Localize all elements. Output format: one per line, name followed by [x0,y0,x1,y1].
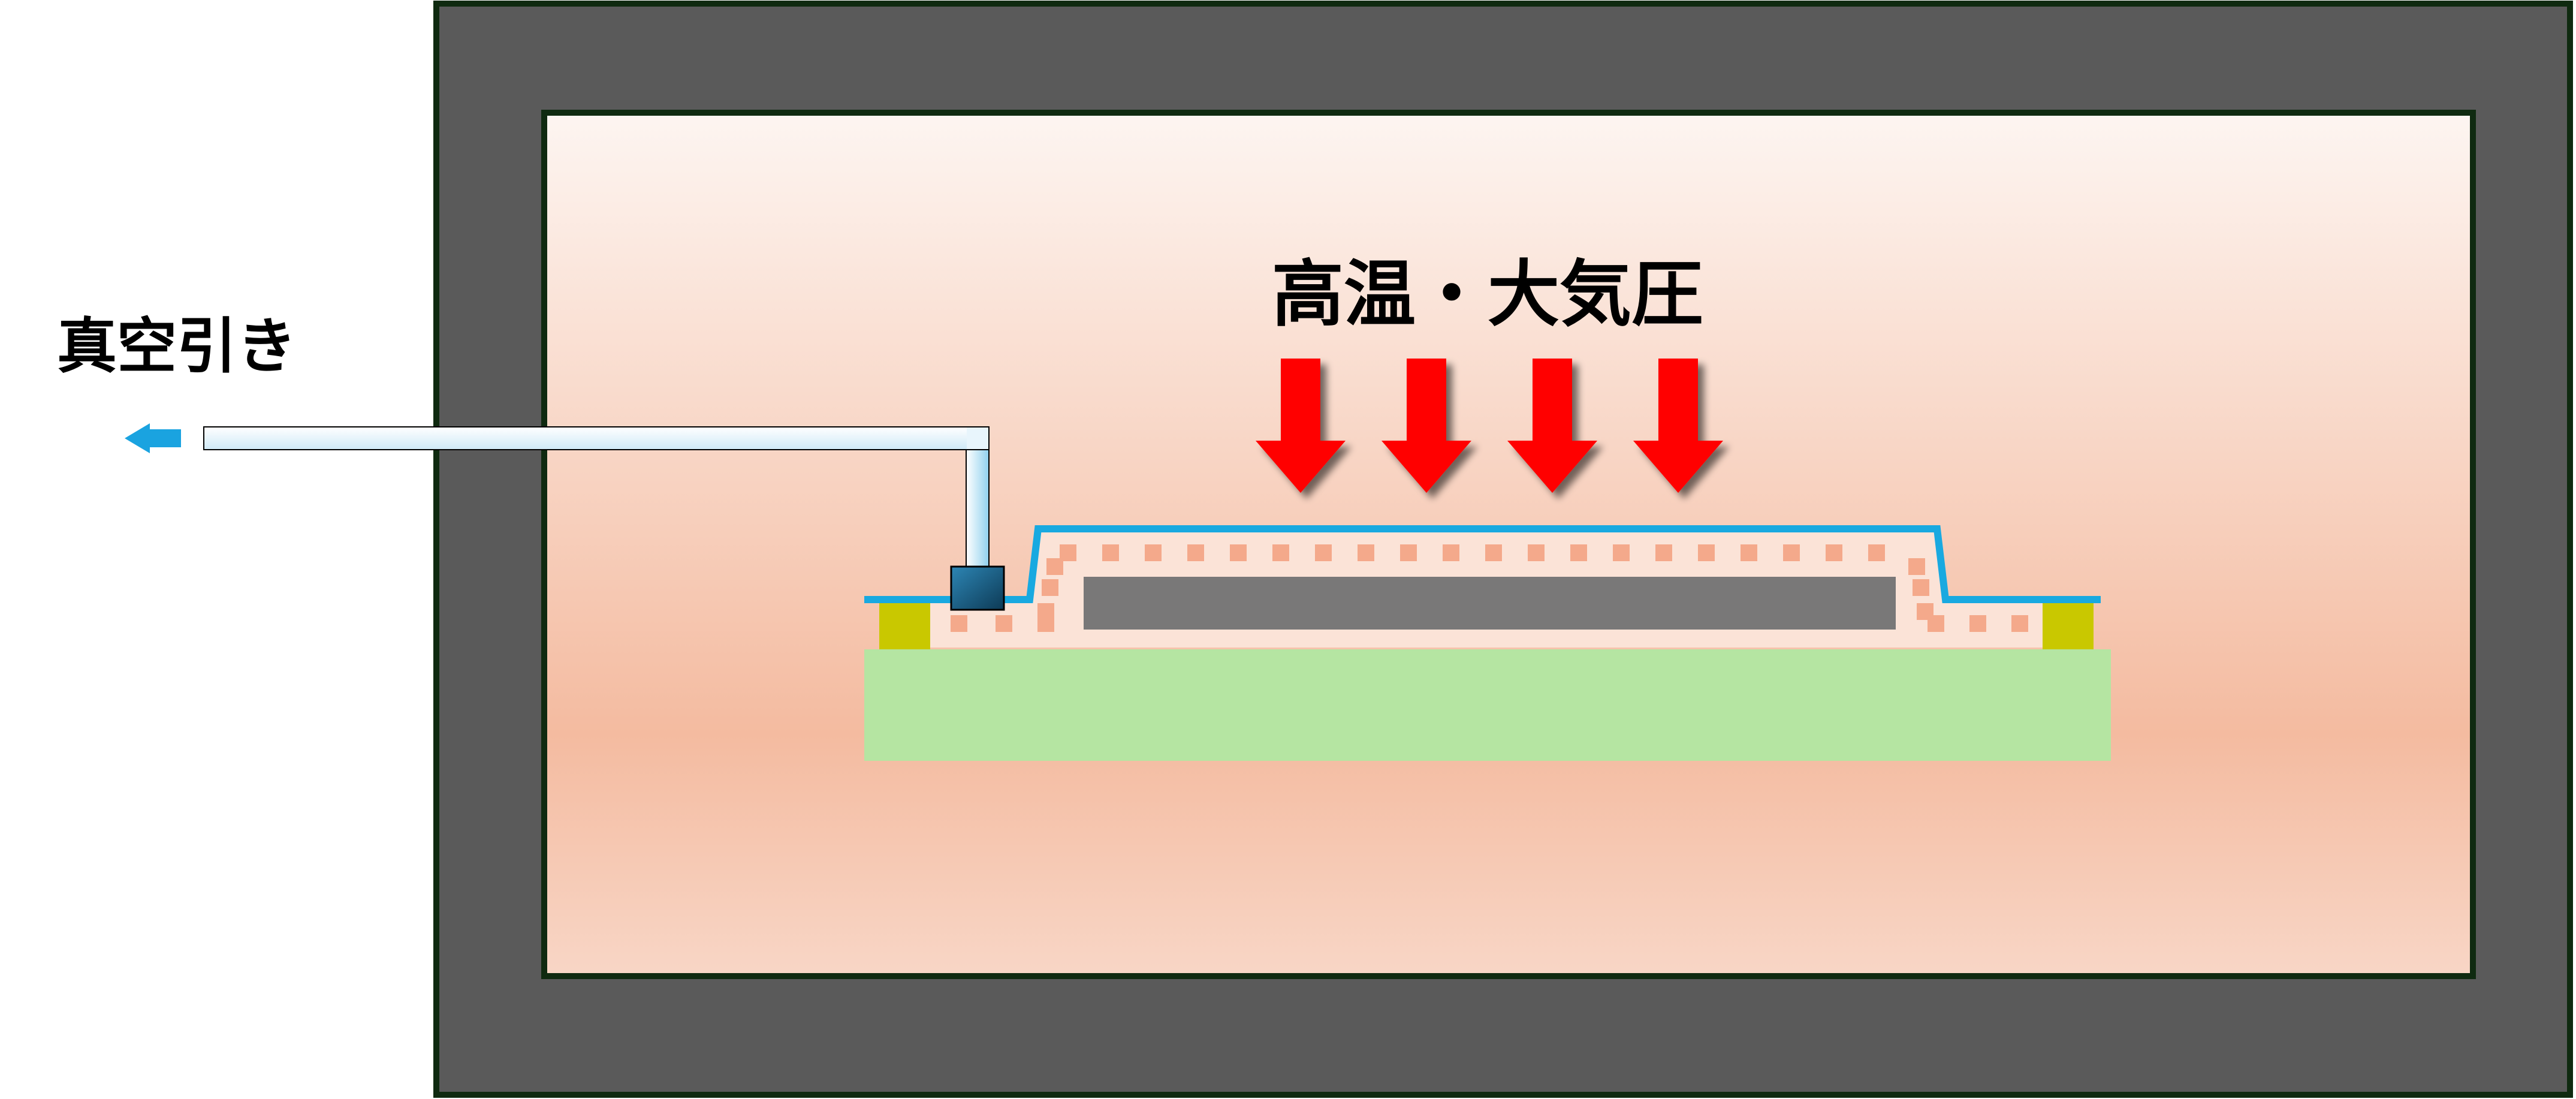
breather-dot [1272,544,1289,561]
breather-dot [1528,544,1545,561]
vacuum-valve [950,565,1005,611]
breather-dot [1042,579,1058,596]
pressure-arrow [1633,359,1723,493]
breather-dot [1741,544,1757,561]
breather-dot [1315,544,1332,561]
breather-dot [1400,544,1417,561]
condition-label: 高温・大気圧 [1272,253,1703,336]
breather-dot [1037,615,1054,632]
breather-dot [1655,544,1672,561]
breather-dot [1908,558,1925,575]
breather-dot [1826,544,1842,561]
sealant-tape-right [2043,603,2094,649]
sealant-tape-left [879,603,930,649]
breather-dot [1485,544,1502,561]
breather-dot [1913,579,1929,596]
breather-dot [1868,544,1885,561]
breather-dot [1145,544,1162,561]
breather-dot [1783,544,1800,561]
breather-dot [1358,544,1374,561]
breather-dot [1570,544,1587,561]
breather-dot [996,615,1012,632]
pressure-arrows [1256,359,1723,493]
breather-dot [1443,544,1459,561]
breather-dot [1187,544,1204,561]
breather-dot [1102,544,1119,561]
breather-dot [1046,558,1063,575]
breather-dot [1613,544,1630,561]
pressure-arrow [1381,359,1471,493]
breather-dot [1928,615,1944,632]
vacuum-arrow [125,423,181,453]
breather-dot [1969,615,1986,632]
vacuum-hose-joint [967,427,988,449]
vacuum-label: 真空引き [57,311,297,381]
breather-cloth [951,544,2028,632]
pressure-arrow [1507,359,1597,493]
vacuum-hose-horizontal [203,426,990,450]
vacuum-hose-vertical [966,426,990,569]
composite-part [1084,577,1896,630]
breather-dot [951,615,967,632]
breather-dot [1698,544,1715,561]
breather-dot [1230,544,1247,561]
breather-dot [2011,615,2028,632]
pressure-arrow [1256,359,1346,493]
tool-plate [864,649,2111,761]
